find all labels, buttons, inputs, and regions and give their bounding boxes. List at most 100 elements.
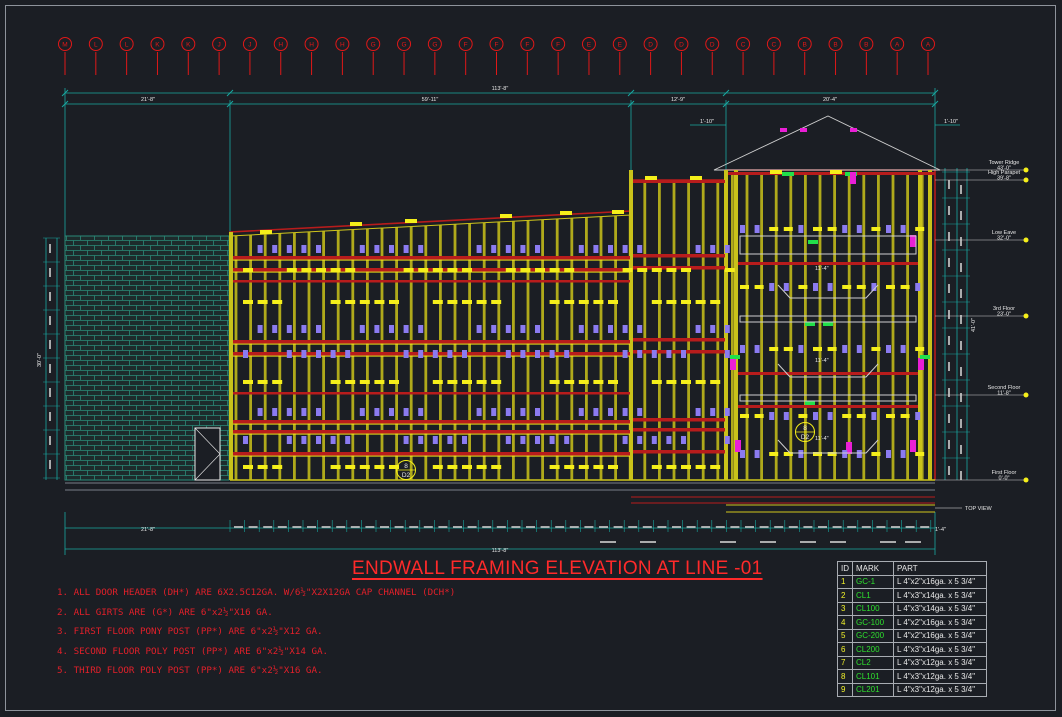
row-id: 9 [837,682,853,697]
member-label [301,408,307,416]
dim-text-mark [960,237,962,246]
member-label [769,347,779,351]
member-label [257,380,268,384]
member-label [578,380,589,384]
dim-text-mark [672,526,681,528]
grid-bubble: H [304,37,319,75]
member-label [520,350,526,358]
dim-text-mark [880,541,896,543]
row-id: 4 [837,615,853,630]
member-label [710,380,721,384]
grid-bubble-label: G [402,42,407,49]
grid-bubble-label: C [772,42,777,49]
level-dot [1023,167,1029,173]
member-label [418,268,429,272]
row-part: L 4"x3"x14ga. x 5 3/4" [893,642,987,657]
member-label [257,245,263,253]
stud [482,222,486,480]
member-label [637,408,643,416]
member-label [608,300,618,304]
dim-text-mark [657,526,667,528]
member-label [549,300,560,304]
member-label [520,325,526,333]
member-label [243,300,253,304]
dim-text-mark [438,526,448,528]
member-label [505,268,516,272]
girt [233,420,630,424]
member-label [505,325,511,333]
stud [687,180,690,480]
member-label [666,465,677,469]
girt [233,256,630,260]
grid-bubble-label: K [155,42,160,49]
member-label [257,325,263,333]
member-label [710,465,721,469]
dim-text-mark [482,526,492,528]
member-label [690,176,702,180]
dim-text-mark [759,526,769,528]
member-label [476,408,482,416]
member-label [666,380,677,384]
member-label [447,350,453,358]
grid-bubble: B [859,37,874,75]
member-label [560,211,572,215]
grid-bubble: G [366,37,381,75]
grid-bubble-label: B [833,42,837,49]
dim-text-mark [555,526,565,528]
member-label [491,408,497,416]
member-label [813,412,818,420]
member-label [418,436,424,444]
stud [614,215,617,480]
dim-text-mark [948,440,950,449]
dim-text-mark [800,541,816,543]
member-label [915,452,925,456]
section-tag-2-sheet: D2 [801,434,810,441]
member-label [272,465,283,469]
stud [789,172,793,480]
member-label [637,436,643,444]
top-plate [633,180,725,183]
dim-text-mark [948,362,950,371]
member-label [915,283,921,291]
row-id: 2 [837,588,853,603]
grid-bubble: F [520,37,535,75]
dimension-bottom-right: 1'-4" [935,527,946,533]
member-label [316,408,321,416]
grid-bubble: B [797,37,812,75]
row-part: L 4"x2"x16ga. x 5 3/4" [893,628,987,643]
member-label [243,380,253,384]
level-name: Low Eave [992,230,1016,236]
dimension-bottom-left: 21'-8" [141,527,155,533]
member-label [272,408,278,416]
dim-tick [226,100,234,108]
dim-text-mark [847,526,857,528]
girt [233,268,630,272]
member-label [856,345,862,353]
dim-tick [61,89,69,97]
drawing-frame [5,5,1056,711]
member-label [782,172,794,176]
grid-bubble: A [921,37,935,75]
member-label [389,325,394,333]
member-label [710,408,716,416]
dim-text-mark [818,526,827,528]
level-dot [1023,177,1029,183]
stud [541,219,544,480]
member-label [272,300,283,304]
member-label [608,380,618,384]
grid-bubble: C [736,37,751,75]
member-label [260,230,272,234]
grid-bubble: L [88,37,103,75]
grid-bubble-label: J [248,42,251,49]
grid-bubble-label: B [803,42,807,49]
member-label [491,325,497,333]
member-label [900,450,906,458]
dimension-ticks [43,89,970,532]
member-label [900,414,910,418]
grid-bubble: J [242,37,257,75]
